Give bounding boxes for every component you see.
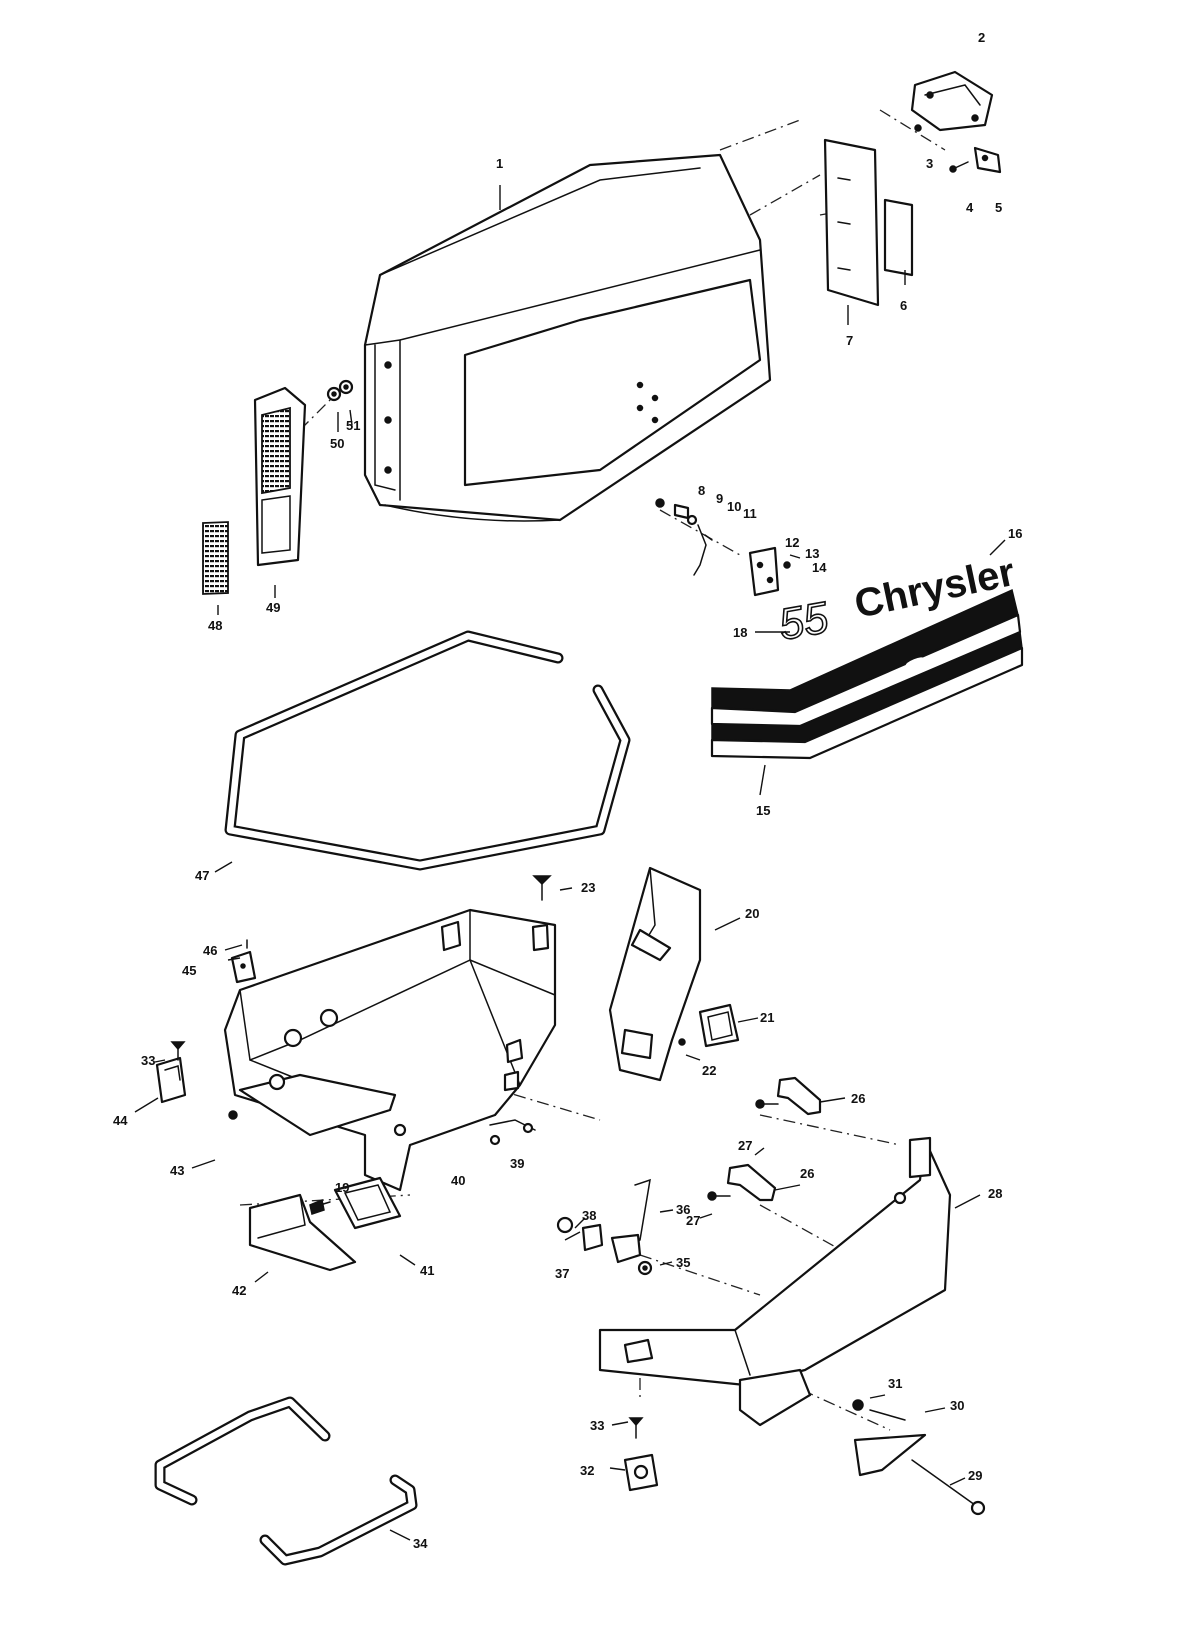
callout-label: 27	[686, 1213, 700, 1228]
part-31-nut	[852, 1399, 864, 1411]
callout-label: 27	[738, 1138, 752, 1153]
callout-label: 35	[676, 1255, 690, 1270]
callout-label: 47	[195, 868, 209, 883]
part-42-shield	[248, 1193, 357, 1272]
callout-label: 46	[203, 943, 217, 958]
callout-label: 11	[743, 506, 757, 521]
part-41-gasket	[333, 1176, 402, 1230]
callout-label: 26	[851, 1091, 865, 1106]
callout-label: 28	[988, 1186, 1002, 1201]
part-28-lower-cowl-rear	[598, 1136, 952, 1427]
callout-label: 22	[702, 1063, 716, 1078]
part-18-model-decal: 55	[774, 592, 833, 650]
part-39-40-linkage	[489, 1119, 536, 1146]
part-22-pin	[678, 1038, 686, 1046]
part-44-latch	[155, 1056, 187, 1104]
callout-label: 31	[888, 1376, 902, 1391]
part-27-screw-upper	[755, 1099, 779, 1109]
callout-label: 34	[413, 1536, 428, 1551]
callout-label: 7	[846, 333, 853, 348]
callout-label: 5	[995, 200, 1002, 215]
callout-label: 32	[580, 1463, 594, 1478]
model-decal-text: 55	[775, 593, 832, 650]
part-3-5-screw-plate	[914, 124, 1002, 174]
callout-label: 1	[496, 156, 503, 171]
part-30-bracket	[853, 1409, 927, 1477]
part-15-stripe-decal	[710, 588, 1024, 760]
callout-label: 14	[812, 560, 827, 575]
callout-label: 44	[113, 1113, 128, 1128]
part-36-lever	[610, 1178, 651, 1264]
part-45-46-clip	[230, 939, 257, 984]
part-7-plate	[823, 138, 880, 307]
callout-label: 3	[926, 156, 933, 171]
callout-label: 49	[266, 600, 280, 615]
callout-label: 9	[716, 491, 723, 506]
part-26-clip-lower	[726, 1163, 777, 1202]
callout-label: 19	[335, 1180, 349, 1195]
part-8-14-latch-hardware	[655, 498, 791, 597]
callout-label: 30	[950, 1398, 964, 1413]
callout-label: 15	[756, 803, 770, 818]
callout-label: 33	[141, 1053, 155, 1068]
part-2-bracket	[910, 70, 994, 132]
callout-label: 38	[582, 1208, 596, 1223]
part-33-screw-lower	[628, 1417, 644, 1439]
callout-label: 40	[451, 1173, 465, 1188]
part-27-screw-lower	[707, 1191, 731, 1201]
callout-label: 37	[555, 1266, 569, 1281]
callout-label: 20	[745, 906, 759, 921]
callout-label: 41	[420, 1263, 434, 1278]
part-50-51-grommets	[326, 379, 354, 402]
callout-labels: 1 2 3 4 5 6 7 8 9 10 11 12 13 14 15 16 1…	[113, 30, 1022, 1551]
callout-label: 2	[978, 30, 985, 45]
callout-label: 8	[698, 483, 705, 498]
callout-label: 33	[590, 1418, 604, 1433]
callout-label: 16	[1008, 526, 1022, 541]
part-23-screw	[532, 875, 552, 901]
part-6-plate	[883, 198, 914, 277]
callout-label: 43	[170, 1163, 184, 1178]
part-49-grille-housing	[253, 386, 307, 567]
callout-label: 51	[346, 418, 360, 433]
callout-label: 26	[800, 1166, 814, 1181]
part-43-lower-cowl-front	[223, 908, 557, 1192]
part-37-38-cam	[556, 1216, 604, 1252]
callout-label: 21	[760, 1010, 774, 1025]
callout-label: 6	[900, 298, 907, 313]
callout-label: 50	[330, 436, 344, 451]
callout-label: 45	[182, 963, 196, 978]
part-19-screw	[309, 1198, 331, 1215]
callout-label: 10	[727, 499, 741, 514]
part-29-bolt	[911, 1459, 986, 1516]
part-26-clip-upper	[776, 1076, 822, 1116]
part-34-tube-handle	[154, 1396, 418, 1566]
part-33-screw-upper	[170, 1041, 186, 1061]
callout-label: 12	[785, 535, 799, 550]
part-32-grommet	[623, 1453, 659, 1492]
callout-label: 18	[733, 625, 747, 640]
part-35-washer	[637, 1260, 653, 1276]
part-47-hood-seal	[224, 630, 631, 871]
engine-hood	[363, 153, 772, 522]
part-48-grille-insert	[202, 521, 229, 595]
callout-label: 13	[805, 546, 819, 561]
callout-label: 29	[968, 1468, 982, 1483]
callout-label: 36	[676, 1202, 690, 1217]
part-21-grommet	[698, 1003, 740, 1048]
callout-label: 4	[966, 200, 974, 215]
callout-label: 23	[581, 880, 595, 895]
callout-label: 42	[232, 1283, 246, 1298]
callout-label: 39	[510, 1156, 524, 1171]
part-20-bracket	[608, 866, 702, 1082]
callout-leaders	[134, 185, 1006, 1541]
callout-label: 48	[208, 618, 222, 633]
